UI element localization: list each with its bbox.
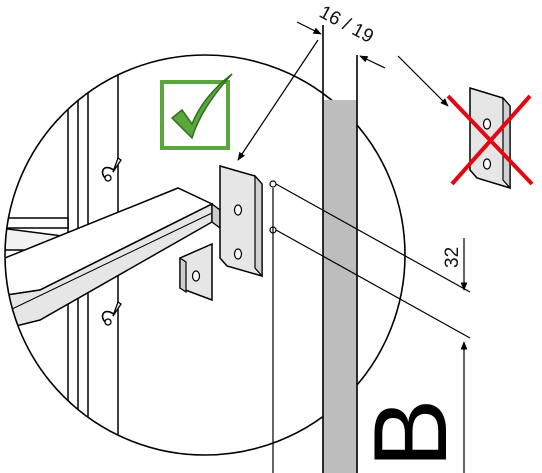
leader-arrows: [237, 39, 449, 161]
hook-upper-icon: [101, 156, 122, 182]
hook-lower-icon: [101, 300, 122, 326]
mounted-bracket-plate: [179, 242, 213, 302]
dimension-spacing-label: 32: [442, 247, 463, 268]
bracket-plate-correct: [219, 165, 263, 278]
dimension-32-lines: [275, 183, 471, 473]
dimension-16-19-lines: [296, 21, 386, 69]
dimension-thickness-label: 16 / 19: [316, 2, 377, 48]
rail-bar: [5, 187, 221, 331]
section-letter: B: [353, 399, 469, 468]
red-cross-icon: [446, 94, 534, 186]
side-panel: [322, 25, 358, 473]
panel-holes: [269, 180, 277, 473]
check-mark-icon: [160, 73, 233, 150]
detail-magnifier: [4, 54, 406, 456]
